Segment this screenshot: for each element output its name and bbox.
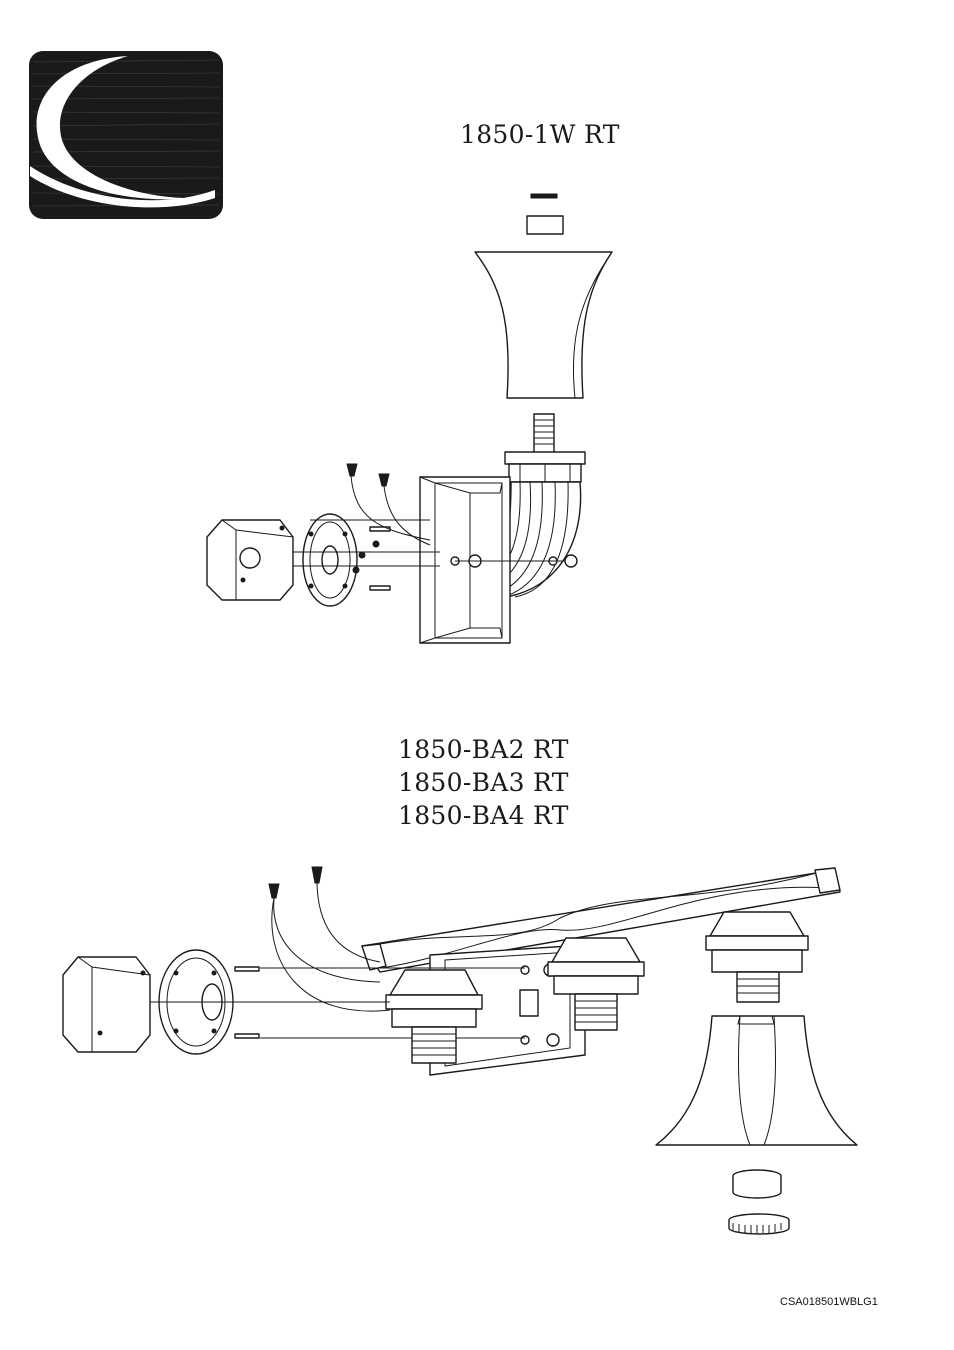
shade-ring xyxy=(728,1169,790,1235)
backplate xyxy=(419,476,511,644)
wire-nuts xyxy=(346,463,390,487)
model-title-single: 1850-1W RT xyxy=(460,120,620,149)
vanity-light-diagram xyxy=(62,866,858,1235)
socket-cup-1 xyxy=(385,969,483,1064)
mounting-screws xyxy=(352,526,391,591)
finial xyxy=(530,193,558,199)
socket-cup-3 xyxy=(705,911,809,1003)
model-title-ba3: 1850-BA3 RT xyxy=(398,768,569,797)
mounting-plate xyxy=(302,513,358,607)
top-cap xyxy=(526,215,564,235)
junction-box xyxy=(62,956,151,1053)
model-title-ba4: 1850-BA4 RT xyxy=(398,801,569,830)
socket-cup-2 xyxy=(547,937,645,1031)
junction-box xyxy=(206,519,294,601)
glass-shade xyxy=(474,251,613,399)
glass-shade xyxy=(655,1015,858,1146)
model-title-ba2: 1850-BA2 RT xyxy=(398,735,569,764)
document-code: CSA018501WBLG1 xyxy=(780,1296,878,1308)
wall-sconce-diagram xyxy=(206,193,613,644)
q-swoosh-logo xyxy=(29,51,223,219)
